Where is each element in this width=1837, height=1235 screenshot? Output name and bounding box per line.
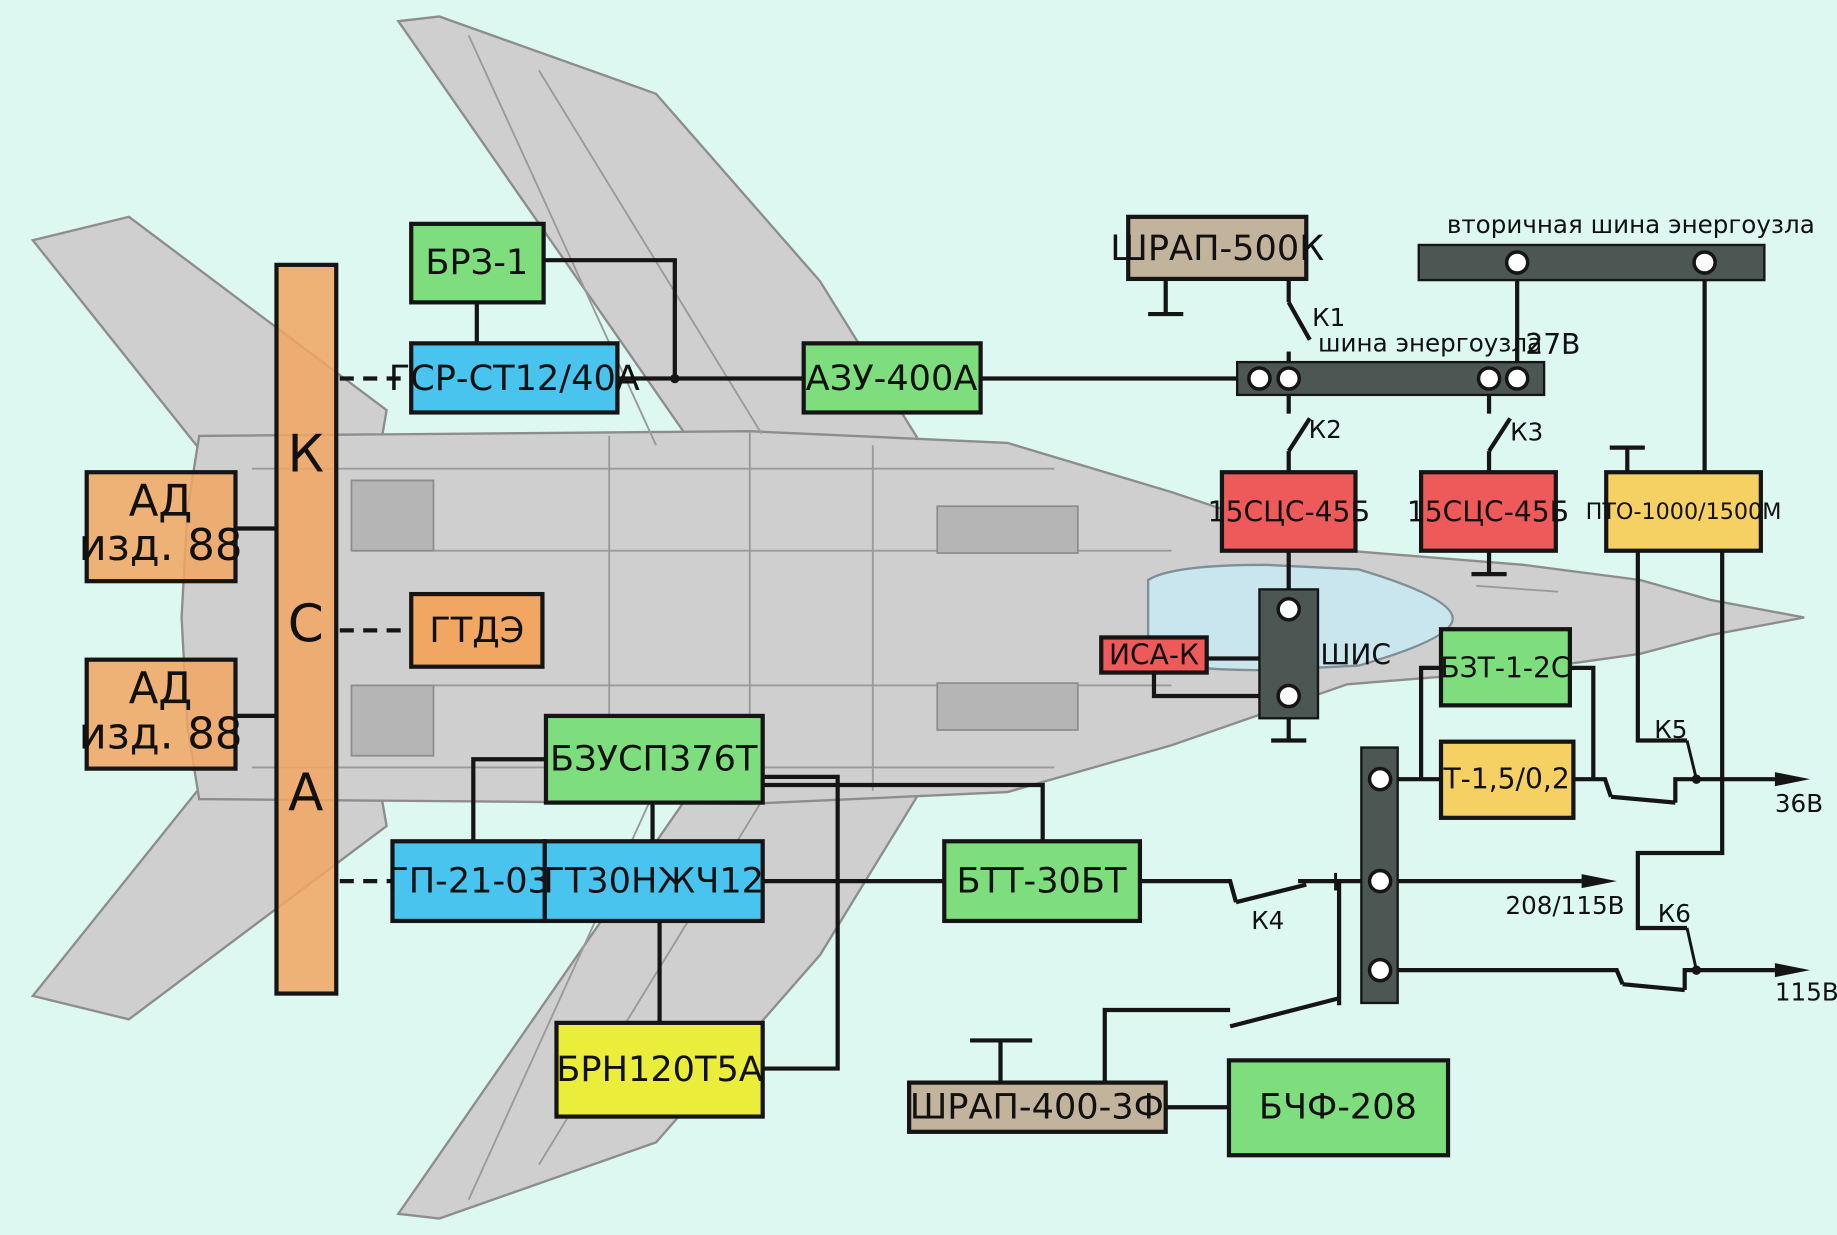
unit-pto: ПТО-1000/1500М: [1586, 472, 1782, 550]
unit-sts1: 15СЦС-45Б: [1208, 472, 1370, 550]
unit-gp21: ГП-21-03: [387, 841, 550, 921]
switch-k4-label: К4: [1251, 906, 1284, 935]
unit-azu-label: АЗУ-400А: [806, 358, 978, 399]
unit-sts1-label: 15СЦС-45Б: [1208, 496, 1370, 529]
unit-bzusp: БЗУСП376Т: [546, 716, 763, 803]
unit-isa: ИСА-К: [1101, 637, 1206, 672]
unit-shrap500: ШРАП-500К: [1110, 217, 1324, 279]
unit-bchf-label: БЧФ-208: [1259, 1087, 1417, 1128]
voltage-208-115v: 208/115В: [1505, 891, 1624, 920]
switch-k5-label: К5: [1654, 715, 1687, 744]
unit-isa-label: ИСА-К: [1109, 638, 1199, 671]
unit-gp21-label: ГП-21-03: [387, 861, 550, 902]
unit-brz-label: БРЗ-1: [425, 242, 528, 283]
engine-upper-label: АД: [129, 477, 193, 527]
unit-brn-label: БРН120Т5А: [556, 1049, 763, 1090]
engine-lower-model: изд. 88: [79, 710, 243, 760]
voltage-27v: 27В: [1525, 328, 1580, 361]
engine-upper: АД изд. 88: [79, 472, 243, 581]
unit-sts2: 15СЦС-45Б: [1407, 472, 1569, 550]
unit-t15: Т-1,5/0,2: [1441, 742, 1573, 818]
unit-pto-label: ПТО-1000/1500М: [1586, 499, 1782, 525]
unit-gsr: ГСР-СТ12/40А: [389, 343, 640, 412]
voltage-115v: 115В: [1775, 978, 1837, 1007]
ksa-letter-a: А: [288, 763, 323, 823]
ksa-letter-s: С: [288, 595, 324, 655]
unit-shrap400-label: ШРАП-400-3Ф: [910, 1087, 1164, 1128]
voltage-36v: 36В: [1775, 789, 1823, 818]
unit-gsr-label: ГСР-СТ12/40А: [389, 358, 640, 399]
unit-shrap400: ШРАП-400-3Ф: [909, 1083, 1166, 1132]
unit-brn: БРН120Т5А: [556, 1023, 763, 1117]
unit-gt30: ГТ30НЖЧ12: [543, 841, 764, 921]
ksa-gearbox: К С А: [276, 265, 336, 994]
unit-gtde: ГТДЭ: [411, 594, 542, 667]
shis-label: ШИС: [1320, 638, 1391, 671]
engine-lower: АД изд. 88: [79, 660, 243, 769]
engine-upper-model: изд. 88: [79, 521, 243, 571]
unit-bzusp-label: БЗУСП376Т: [550, 739, 758, 780]
secondary-bus-label: вторичная шина энергоузла: [1447, 210, 1815, 239]
unit-sts2-label: 15СЦС-45Б: [1407, 496, 1569, 529]
ksa-letter-k: К: [287, 425, 324, 485]
unit-brz: БРЗ-1: [411, 224, 543, 302]
unit-btt: БТТ-30БТ: [944, 841, 1140, 921]
switch-k6-label: К6: [1658, 899, 1691, 928]
unit-btt-label: БТТ-30БТ: [957, 861, 1127, 902]
unit-t15-label: Т-1,5/0,2: [1443, 763, 1570, 796]
unit-azu: АЗУ-400А: [804, 343, 981, 412]
switch-k1-label: К1: [1312, 303, 1345, 332]
unit-bzt-label: БЗТ-1-2С: [1440, 651, 1570, 684]
unit-gtde-label: ГТДЭ: [429, 610, 524, 651]
switch-k3-label: К3: [1510, 418, 1543, 447]
unit-shrap500-label: ШРАП-500К: [1110, 228, 1324, 269]
unit-bzt: БЗТ-1-2С: [1440, 629, 1570, 705]
engine-lower-label: АД: [129, 664, 193, 714]
main-bus-label: шина энергоузла: [1318, 329, 1542, 358]
switch-k2-label: К2: [1309, 415, 1342, 444]
unit-gt30-label: ГТ30НЖЧ12: [543, 861, 764, 902]
unit-bchf: БЧФ-208: [1229, 1060, 1448, 1155]
